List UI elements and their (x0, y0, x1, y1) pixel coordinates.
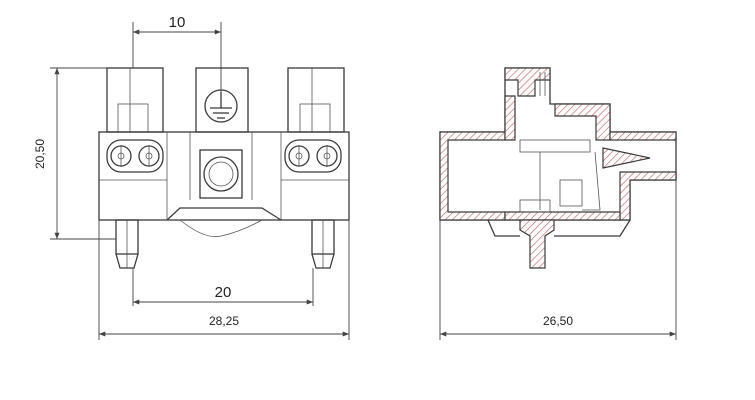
side-section-view (439, 67, 677, 340)
front-view (50, 22, 350, 340)
side-pin (519, 219, 555, 269)
main-body (98, 131, 350, 221)
dimension-height: 20,50 (33, 139, 47, 169)
right-pin (311, 219, 335, 269)
left-terminal-housing (106, 67, 164, 133)
left-screws (106, 139, 164, 173)
dimension-pin-spacing: 20 (215, 284, 232, 301)
ground-icon (204, 89, 238, 123)
dimension-overall-width: 28,25 (209, 314, 239, 328)
dimension-side-width: 26,50 (543, 314, 573, 328)
right-terminal-housing (287, 67, 345, 133)
right-screws (284, 139, 342, 173)
left-pin (115, 219, 139, 269)
center-screw (199, 149, 243, 199)
dimension-pitch: 10 (169, 14, 186, 31)
